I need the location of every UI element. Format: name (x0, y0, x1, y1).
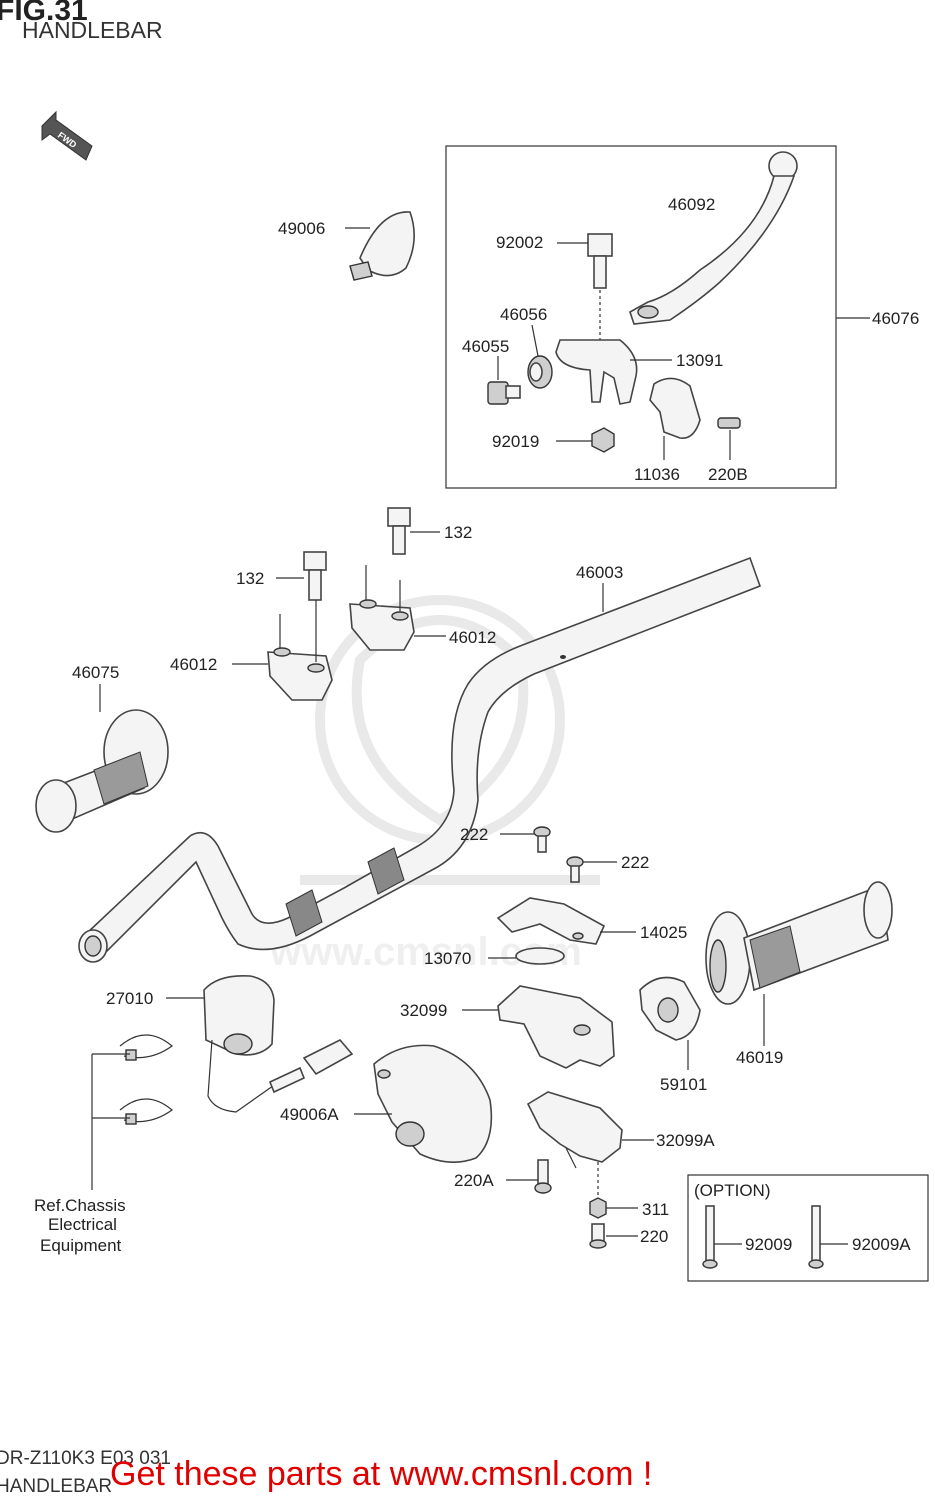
ref-note-line2: Electrical (48, 1215, 117, 1234)
callout-220: 220 (640, 1227, 668, 1246)
part-cable-clamp (515, 947, 565, 965)
figure-title: HANDLEBAR (22, 17, 163, 43)
part-mirror (345, 211, 415, 281)
callout-46012-left: 46012 (170, 655, 217, 674)
callout-222-right: 222 (621, 853, 649, 872)
part-upper-holder-left (267, 600, 333, 701)
callout-311: 311 (642, 1200, 669, 1219)
footer-title: HANDLEBAR (0, 1476, 113, 1497)
part-left-grip (35, 709, 169, 833)
model-code: DR-Z110K3 E03 031 (0, 1448, 171, 1469)
ref-chassis-note: Ref.Chassis Electrical Equipment (34, 1196, 126, 1255)
callout-220B: 220B (708, 465, 748, 484)
callout-222-left: 222 (460, 825, 488, 844)
part-screw-222-left (533, 826, 551, 853)
callout-32099: 32099 (400, 1001, 447, 1020)
option-part-a: 92009 (745, 1235, 792, 1254)
part-lever-holder (555, 339, 638, 405)
part-upper-holder-right (349, 565, 415, 651)
callout-92019: 92019 (492, 432, 539, 451)
callout-49006A: 49006A (280, 1105, 339, 1124)
ref-note-line1: Ref.Chassis (34, 1196, 126, 1215)
option-part-b: 92009A (852, 1235, 911, 1254)
callout-49006: 49006 (278, 219, 325, 238)
part-housing-bolt (534, 1159, 552, 1194)
callout-11036: 11036 (634, 465, 680, 484)
callout-92002: 92002 (496, 233, 543, 252)
callout-46075: 46075 (72, 663, 119, 682)
callout-27010: 27010 (106, 989, 153, 1008)
ref-note-line3: Equipment (40, 1236, 122, 1255)
callout-13070: 13070 (424, 949, 471, 968)
part-lever-bracket (649, 377, 741, 439)
part-nut-311 (589, 1197, 607, 1219)
part-pivot-bolt (587, 233, 613, 360)
callout-46076: 46076 (872, 309, 919, 328)
callout-46055: 46055 (462, 337, 509, 356)
part-nut (591, 427, 615, 453)
part-throttle-grip (705, 881, 893, 1005)
part-cable-bands (91, 1034, 173, 1190)
callout-13091: 13091 (676, 351, 723, 370)
part-throttle-cover (373, 1044, 493, 1163)
part-throttle-pulley (639, 976, 701, 1041)
callout-220A: 220A (454, 1171, 494, 1190)
option-title: (OPTION) (694, 1181, 771, 1200)
callout-32099A: 32099A (656, 1131, 715, 1150)
part-engine-stop-switch (203, 974, 354, 1113)
part-bolt-220 (589, 1223, 607, 1249)
part-throttle-housing-lower (526, 1091, 623, 1196)
part-handlebar (78, 556, 762, 963)
part-throttle-housing-upper (497, 985, 615, 1069)
figure-number: FIG.31 (0, 0, 88, 27)
callout-46003: 46003 (576, 563, 623, 582)
cmsnl-ad-link[interactable]: Get these parts at www.cmsnl.com ! (110, 1455, 653, 1493)
callout-46019: 46019 (736, 1048, 783, 1067)
fwd-arrow-icon: FWD (41, 110, 93, 161)
option-box: (OPTION) 92009 92009A (687, 1174, 929, 1282)
callout-59101: 59101 (660, 1075, 707, 1094)
lever-assembly-box (445, 145, 870, 489)
part-holder-bolt-right (387, 507, 411, 555)
callout-14025: 14025 (640, 923, 687, 942)
part-brake-lever (629, 151, 798, 325)
callout-46012-right: 46012 (449, 628, 496, 647)
part-cable-plate (496, 897, 606, 945)
callout-46056: 46056 (500, 305, 547, 324)
part-adjuster (487, 355, 553, 405)
callout-132-left: 132 (236, 569, 264, 588)
part-holder-bolt-left (303, 551, 327, 601)
callout-46092: 46092 (668, 195, 715, 214)
callout-132-right: 132 (444, 523, 472, 542)
